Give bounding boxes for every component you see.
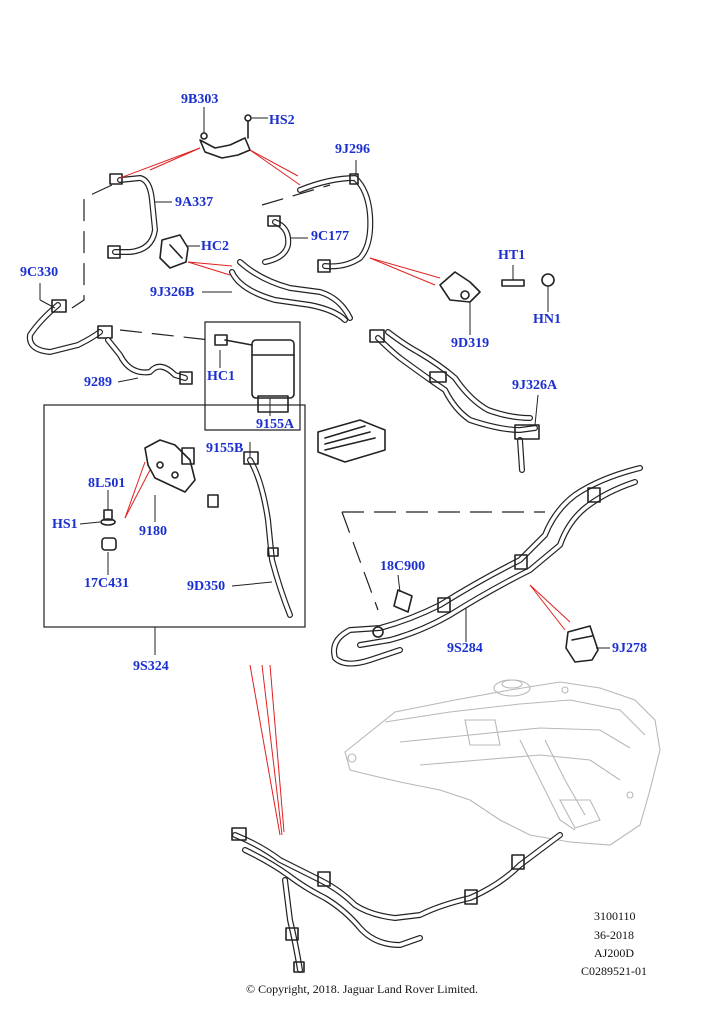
pipe-9j326b	[229, 259, 353, 323]
reference-engine: AJ200D	[594, 946, 635, 960]
hose-9a337	[107, 173, 158, 259]
label-9j326b: 9J326B	[150, 285, 195, 300]
clip-18c900	[393, 589, 413, 613]
label-9j326a: 9J326A	[512, 378, 558, 393]
label-9j278: 9J278	[612, 641, 647, 656]
reference-number: 3100110	[594, 909, 636, 923]
label-hn1: HN1	[533, 312, 561, 327]
label-hc1: HC1	[207, 369, 235, 384]
label-9155b: 9155B	[206, 441, 244, 456]
dashed-connection-lines	[71, 184, 545, 611]
hose-9c330	[26, 299, 113, 355]
bracket-9180	[144, 439, 219, 508]
label-9c177: 9C177	[311, 229, 350, 244]
fastener-ht1	[501, 273, 555, 287]
label-8l501: 8L501	[88, 476, 126, 491]
pipe-9j326a	[369, 329, 540, 473]
bracket-9b303	[199, 114, 252, 159]
fuel-tank-outline	[344, 679, 661, 846]
hose-9c177	[262, 215, 292, 265]
clip-hc2	[159, 234, 189, 269]
label-9b303: 9B303	[181, 92, 219, 107]
hose-9289	[105, 337, 193, 385]
reference-date: 36-2018	[594, 928, 634, 942]
pipe-9d350	[243, 451, 293, 618]
bracket-9d319	[439, 271, 481, 303]
cooler-heat-exchanger	[317, 419, 386, 463]
hose-9j296	[297, 173, 374, 273]
copyright-notice: © Copyright, 2018. Jaguar Land Rover Lim…	[245, 982, 479, 996]
module-group-box	[43, 321, 306, 655]
label-9j296: 9J296	[335, 142, 370, 157]
callout-lines	[119, 147, 571, 836]
reference-code: C0289521-01	[581, 964, 647, 978]
label-9d350: 9D350	[187, 579, 226, 594]
label-9180: 9180	[139, 524, 167, 539]
label-9289: 9289	[84, 375, 112, 390]
label-9s284: 9S284	[447, 641, 483, 656]
label-ht1: HT1	[498, 248, 526, 263]
label-9s324: 9S324	[133, 659, 169, 674]
pipe-assembly-9s284	[331, 465, 643, 667]
fuel-filter-9155a	[214, 334, 295, 413]
isolator-17c431	[101, 537, 117, 551]
leader-lines	[39, 107, 610, 649]
label-9d319: 9D319	[451, 336, 490, 351]
pipe-assembly-9s324	[231, 827, 563, 973]
label-17c431: 17C431	[84, 576, 130, 591]
label-9c330: 9C330	[20, 265, 59, 280]
label-hs2: HS2	[269, 113, 295, 128]
bracket-9j278	[565, 625, 599, 663]
washer-hs1	[100, 518, 116, 526]
label-hs1: HS1	[52, 517, 78, 532]
label-9155a: 9155A	[256, 417, 295, 432]
label-18c900: 18C900	[380, 559, 426, 574]
label-9a337: 9A337	[175, 195, 214, 210]
label-hc2: HC2	[201, 239, 229, 254]
